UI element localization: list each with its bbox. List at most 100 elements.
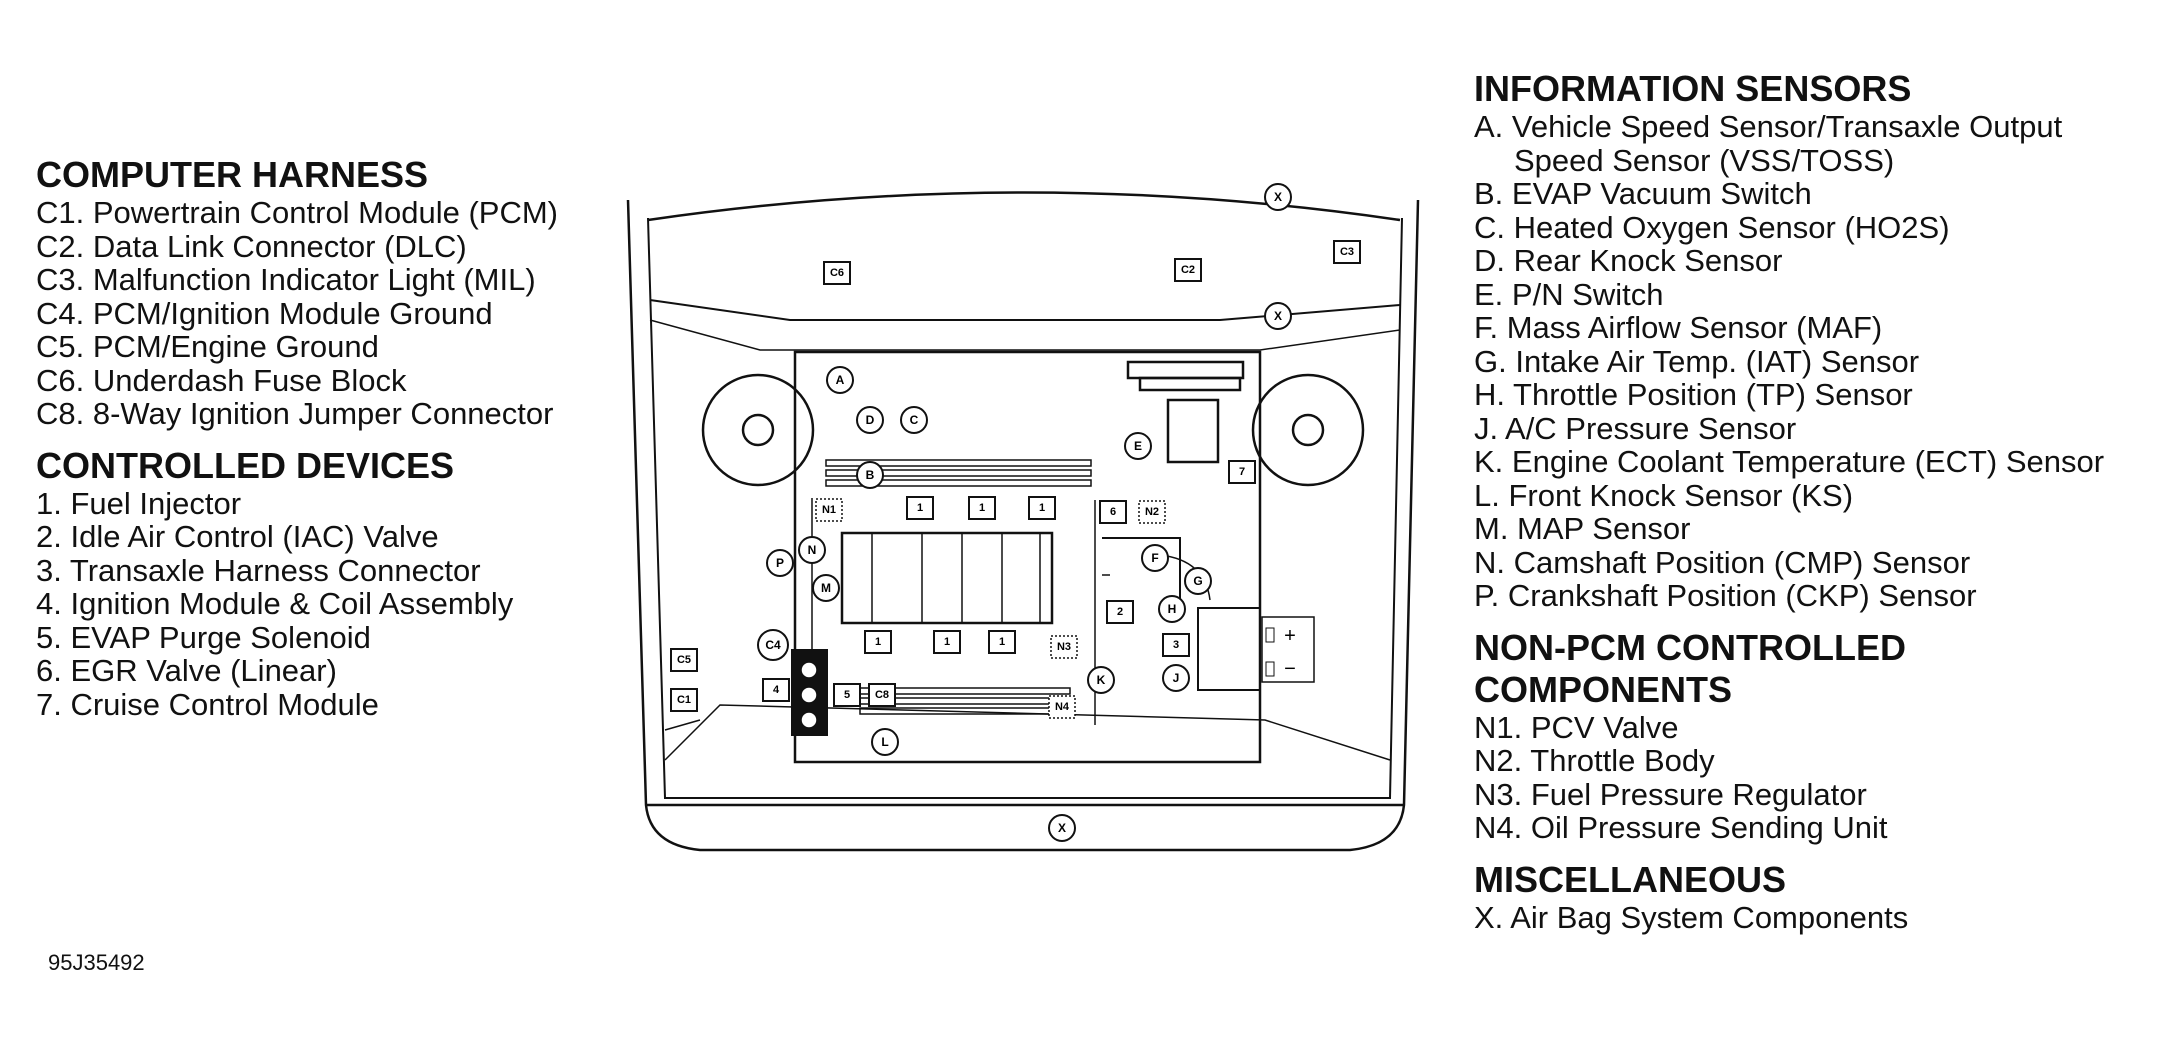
left-strut-tower: [701, 373, 815, 487]
legend-item-4: 4. Ignition Module & Coil Assembly: [36, 586, 514, 621]
callout-box-frame: [833, 683, 861, 707]
information-sensors-title: INFORMATION SENSORS: [1474, 68, 1912, 109]
callout-box-text: 3: [1173, 639, 1179, 651]
callout-box-n4-21: N4: [1048, 695, 1076, 719]
callout-box-frame: [1028, 496, 1056, 520]
callout-box-text: C2: [1181, 264, 1195, 276]
callout-box-frame: [968, 496, 996, 520]
callout-box-4-18: 4: [762, 678, 790, 702]
callout-circle-text: X: [1058, 821, 1066, 835]
callout-box-text: 1: [944, 636, 950, 648]
callout-circle-frame: [1158, 595, 1186, 623]
callout-circle-c4-14: C4: [757, 629, 789, 661]
callout-box-frame: [762, 678, 790, 702]
callout-circle-d-4: D: [856, 406, 884, 434]
legend-item-c3: C3. Malfunction Indicator Light (MIL): [36, 262, 536, 297]
non-pcm-title-line1: NON-PCM CONTROLLED: [1474, 626, 1906, 668]
legend-item-n3: N3. Fuel Pressure Regulator: [1474, 776, 1867, 812]
callout-box-text: C1: [677, 694, 691, 706]
callout-circle-frame: [826, 366, 854, 394]
callout-circle-g-12: G: [1184, 567, 1212, 595]
right-legend: INFORMATION SENSORS A. Vehicle Speed Sen…: [1474, 68, 2164, 934]
callout-box-n2-9: N2: [1138, 500, 1166, 524]
callout-box-text: 1: [875, 636, 881, 648]
callout-circle-text: M: [821, 581, 831, 595]
callout-box-1-7: 1: [1028, 496, 1056, 520]
legend-item-c: C. Heated Oxygen Sensor (HO2S): [1474, 209, 1950, 245]
callout-box-frame: [906, 496, 934, 520]
callout-box-text: N4: [1055, 701, 1070, 713]
callout-box-1-13: 1: [933, 630, 961, 654]
legend-item-1: 1. Fuel Injector: [36, 485, 242, 521]
legend-item-2: 2. Idle Air Control (IAC) Valve: [36, 519, 439, 554]
callout-circle-text: X: [1274, 309, 1282, 323]
right-strut-tower: [1251, 373, 1365, 487]
legend-item-c6: C6. Underdash Fuse Block: [36, 362, 407, 398]
callout-box-frame: [815, 498, 843, 522]
callout-circle-text: L: [881, 735, 888, 749]
legend-item-a-cont: Speed Sensor (VSS/TOSS): [1514, 142, 1895, 178]
callout-circle-b-7: B: [856, 461, 884, 489]
legend-item-c8: C8. 8-Way Ignition Jumper Connector: [36, 396, 554, 431]
callout-circle-k-15: K: [1087, 666, 1115, 694]
callout-box-frame: [1099, 500, 1127, 524]
legend-item-g: G. Intake Air Temp. (IAT) Sensor: [1474, 343, 1920, 379]
controlled-devices-list: 1. Fuel Injector 2. Idle Air Control (IA…: [36, 485, 616, 722]
callout-circle-text: E: [1134, 439, 1142, 453]
computer-harness-list: C1. Powertrain Control Module (PCM) C2. …: [36, 196, 616, 431]
callout-box-1-14: 1: [988, 630, 1016, 654]
non-pcm-list: N1. PCV Valve N2. Throttle Body N3. Fuel…: [1474, 710, 2164, 845]
legend-item-c1: C1. Powertrain Control Module (PCM): [36, 195, 559, 230]
miscellaneous-title: MISCELLANEOUS: [1474, 858, 1787, 900]
legend-item-b: B. EVAP Vacuum Switch: [1474, 176, 1812, 211]
legend-item-c5: C5. PCM/Engine Ground: [36, 329, 379, 364]
callout-box-frame: [670, 648, 698, 672]
callout-box-text: N2: [1145, 506, 1159, 518]
callout-box-frame: [823, 261, 851, 285]
legend-item-6: 6. EGR Valve (Linear): [36, 653, 337, 688]
callout-circle-frame: [1141, 544, 1169, 572]
callout-box-text: 1: [1039, 502, 1045, 514]
callout-box-7-3: 7: [1228, 460, 1256, 484]
callout-circle-frame: [1048, 814, 1076, 842]
legend-item-n2: N2. Throttle Body: [1474, 743, 1715, 778]
callout-circle-frame: [856, 461, 884, 489]
callout-box-text: 1: [979, 502, 985, 514]
callout-box-frame: [1048, 695, 1076, 719]
callout-box-c3-2: C3: [1333, 240, 1361, 264]
callout-box-text: C5: [677, 654, 691, 666]
callout-box-1-5: 1: [906, 496, 934, 520]
callout-circle-text: G: [1193, 574, 1202, 588]
legend-item-j: J. A/C Pressure Sensor: [1474, 410, 1797, 446]
callout-circle-frame: [871, 728, 899, 756]
legend-item-3: 3. Transaxle Harness Connector: [36, 552, 481, 588]
callout-circle-frame: [798, 536, 826, 564]
legend-item-n4: N4. Oil Pressure Sending Unit: [1474, 810, 1888, 845]
callout-box-5-19: 5: [833, 683, 861, 707]
callout-box-frame: [988, 630, 1016, 654]
callout-circle-a-3: A: [826, 366, 854, 394]
callout-circle-text: B: [866, 468, 875, 482]
callout-box-6-8: 6: [1099, 500, 1127, 524]
legend-item-m: M. MAP Sensor: [1474, 511, 1691, 546]
callout-circle-frame: [1162, 664, 1190, 692]
callout-box-frame: [1333, 240, 1361, 264]
left-legend: COMPUTER HARNESS C1. Powertrain Control …: [36, 154, 616, 721]
battery: [1197, 607, 1261, 691]
callout-circle-x-2: X: [1048, 814, 1076, 842]
callout-circle-frame: [766, 549, 794, 577]
callout-circle-text: K: [1097, 673, 1106, 687]
callout-circle-text: H: [1168, 602, 1177, 616]
callout-circle-frame: [900, 406, 928, 434]
legend-item-f: F. Mass Airflow Sensor (MAF): [1474, 310, 1883, 345]
callout-box-text: N3: [1057, 641, 1071, 653]
callout-circle-text: J: [1173, 671, 1180, 685]
callout-box-text: 4: [773, 684, 780, 696]
legend-item-5: 5. EVAP Purge Solenoid: [36, 619, 371, 655]
information-sensors-list: A. Vehicle Speed Sensor/Transaxle Output…: [1474, 110, 2164, 613]
callout-box-text: 1: [999, 636, 1005, 648]
legend-item-l: L. Front Knock Sensor (KS): [1474, 477, 1854, 513]
figure-id: 95J35492: [48, 950, 145, 975]
callout-circle-text: D: [866, 413, 875, 427]
